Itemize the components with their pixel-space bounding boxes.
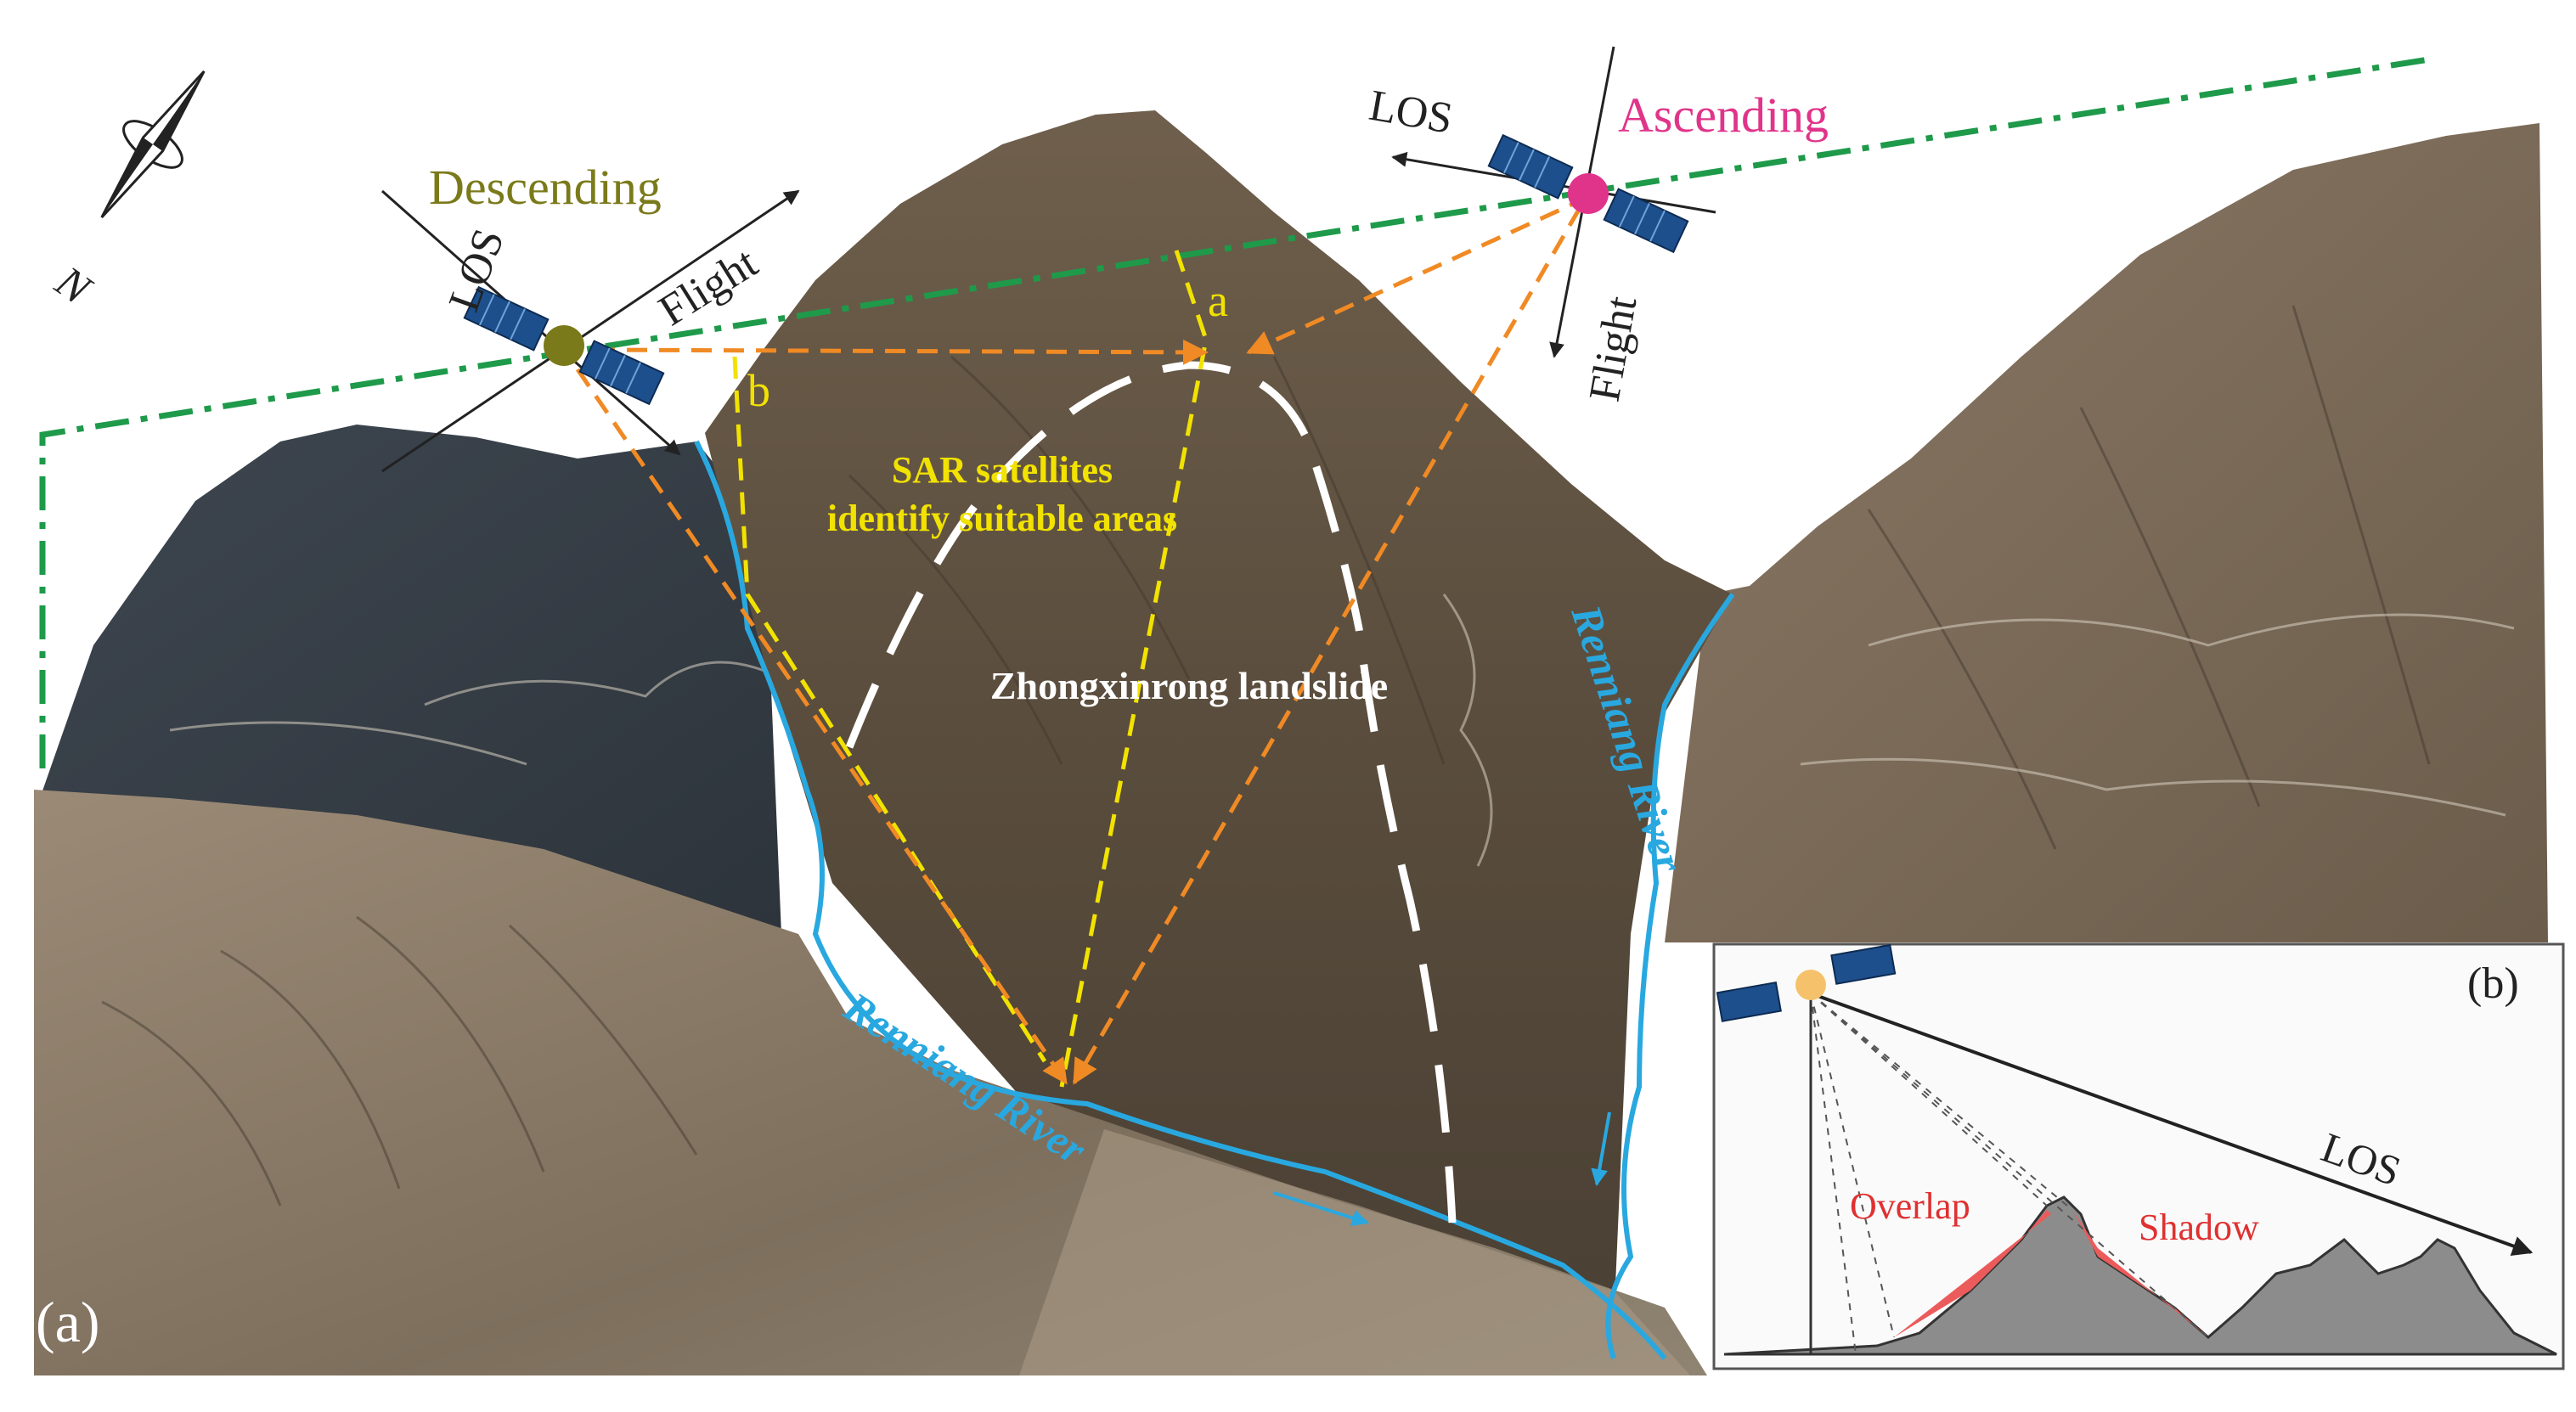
river-left-channel — [694, 440, 1667, 1360]
shadow-label: Shadow — [2139, 1207, 2259, 1248]
descending-satellite-body — [544, 325, 584, 366]
solar-panel-right — [578, 340, 665, 406]
flow-arrow-bottom — [1273, 1191, 1369, 1227]
los-lines — [575, 194, 1590, 1085]
valley-floor — [1019, 1129, 1690, 1375]
ascending-los-label: LOS — [1366, 82, 1457, 143]
yellow-guides — [732, 250, 1209, 1088]
solar-panel-left — [463, 285, 550, 352]
panel-b-terrain — [1723, 1195, 2557, 1356]
north-label: N — [46, 257, 101, 316]
point-a-label: a — [1208, 275, 1228, 326]
terrain — [34, 110, 2548, 1375]
panel-b-label: (b) — [2467, 959, 2519, 1008]
north-arrow-icon — [100, 70, 206, 219]
landslide-label: Zhongxinrong landslide — [990, 664, 1388, 707]
descending-satellite — [381, 189, 800, 473]
landslide-boundary — [845, 361, 1457, 1224]
river-right-channel — [1605, 593, 1735, 1359]
right-mountain — [1665, 123, 2548, 942]
ascending-flight-label: Flight — [1581, 292, 1647, 405]
ascending-satellite — [1391, 46, 1716, 358]
ascending-label: Ascending — [1618, 87, 1829, 143]
sar-note-line2: identify suitable areas — [827, 498, 1177, 539]
descending-label: Descending — [429, 160, 662, 215]
central-mountain — [705, 110, 1733, 1325]
panel-a-label: (a) — [36, 1290, 99, 1354]
flow-arrow-right — [1591, 1111, 1611, 1186]
orbit-line — [39, 56, 2430, 768]
ascending-satellite-body — [1568, 173, 1609, 214]
sar-note-line1: SAR satellites — [892, 449, 1113, 491]
point-b-label: b — [747, 365, 770, 416]
panel-b-inset: (b) LOS Overlap Shadow — [1712, 942, 2565, 1370]
overlap-label: Overlap — [1850, 1185, 1970, 1227]
